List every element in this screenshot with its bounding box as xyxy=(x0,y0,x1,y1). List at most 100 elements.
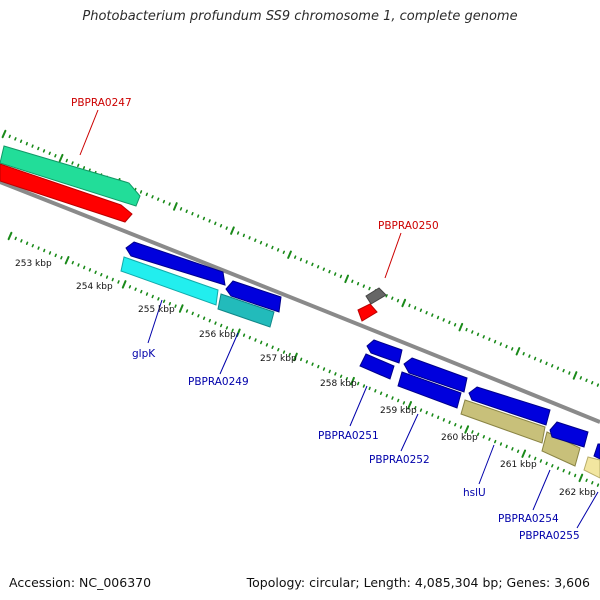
outer-tick xyxy=(545,361,548,366)
inner-tick xyxy=(545,461,548,466)
gene-label-pbpra0250[interactable]: PBPRA0250 xyxy=(378,220,439,232)
gene-arrow-pbpra0249-blue[interactable] xyxy=(225,280,282,313)
inner-tick xyxy=(151,294,154,299)
outer-tick xyxy=(202,216,206,221)
outer-tick xyxy=(471,330,474,334)
inner-tick xyxy=(448,420,451,425)
inner-tick xyxy=(288,352,291,357)
inner-tick xyxy=(317,364,320,369)
inner-tick xyxy=(94,270,97,275)
scale-label-262: 262 kbp xyxy=(559,488,596,498)
gene-arrow-pbpra0255-yellow[interactable] xyxy=(583,456,600,479)
outer-tick xyxy=(431,313,434,317)
inner-tick xyxy=(105,275,109,279)
inner-tick xyxy=(539,459,543,463)
outer-tick xyxy=(562,368,565,373)
inner-tick xyxy=(516,449,520,454)
outer-tick xyxy=(351,279,354,284)
gene-label-pbpra0255[interactable]: PBPRA0255 xyxy=(519,530,580,542)
inner-tick xyxy=(100,272,103,277)
inner-tick xyxy=(145,292,149,296)
gene-arrow-glpk-blue[interactable] xyxy=(125,241,226,286)
gene-label-pbpra0251[interactable]: PBPRA0251 xyxy=(318,430,379,442)
gene-arrow-pbpra0250-red[interactable] xyxy=(357,303,378,322)
inner-tick xyxy=(208,318,211,323)
inner-tick xyxy=(464,425,470,434)
outer-tick xyxy=(19,139,23,143)
inner-tick xyxy=(83,265,86,270)
inner-tick xyxy=(64,256,70,265)
outer-tick xyxy=(442,318,445,322)
outer-tick xyxy=(71,161,74,165)
gene-label-pbpra0247[interactable]: PBPRA0247 xyxy=(71,97,132,109)
outer-tick xyxy=(37,146,40,151)
inner-tick xyxy=(162,299,166,304)
inner-tick xyxy=(225,326,229,330)
outer-tick xyxy=(271,245,274,250)
callout-line-hslu xyxy=(478,444,495,485)
outer-tick xyxy=(236,231,240,235)
inner-tick xyxy=(214,321,217,325)
gene-label-hslu[interactable]: hslU xyxy=(463,487,486,499)
gene-label-glpk[interactable]: glpK xyxy=(132,348,156,360)
callout-line-pbpra0254 xyxy=(532,469,551,511)
inner-tick xyxy=(407,401,412,410)
gene-label-pbpra0252[interactable]: PBPRA0252 xyxy=(369,454,430,466)
map-title: Photobacterium profundum SS9 chromosome … xyxy=(82,9,518,24)
gene-arrow-pbpra0254-blue[interactable] xyxy=(549,421,589,448)
inner-tick xyxy=(345,376,349,381)
inner-tick xyxy=(568,471,571,475)
gene-label-pbpra0249[interactable]: PBPRA0249 xyxy=(188,376,249,388)
inner-tick xyxy=(43,248,46,253)
gene-arrow-hslu-blue[interactable] xyxy=(468,386,551,426)
outer-tick xyxy=(8,134,11,139)
gene-label-pbpra0254[interactable]: PBPRA0254 xyxy=(498,513,559,525)
inner-tick xyxy=(573,473,577,478)
outer-tick xyxy=(214,221,217,226)
inner-tick xyxy=(488,437,491,441)
scale-label-259: 259 kbp xyxy=(380,406,417,416)
outer-tick xyxy=(453,322,457,327)
scale-label-258: 258 kbp xyxy=(320,379,357,389)
inner-tick xyxy=(25,241,29,245)
inner-tick xyxy=(311,362,314,366)
outer-tick xyxy=(362,284,366,288)
outer-tick xyxy=(42,149,46,153)
inner-tick xyxy=(305,360,309,364)
inner-tick xyxy=(174,304,177,308)
topology-text: Topology: circular; Length: 4,085,304 bp… xyxy=(246,575,590,590)
accession-text: Accession: NC_006370 xyxy=(9,575,152,590)
inner-tick xyxy=(88,268,92,272)
gene-arrow-pbpra0247-teal[interactable] xyxy=(0,145,141,207)
gene-arrow-pbpra0247-red[interactable] xyxy=(0,163,133,223)
inner-tick xyxy=(277,347,280,352)
gene-arrow-pbpra0255-blue[interactable] xyxy=(593,443,600,460)
gene-arrow-pbpra0250-grey[interactable] xyxy=(365,287,387,305)
outer-tick xyxy=(448,320,451,325)
gene-arrow-pbpra0251-b[interactable] xyxy=(359,353,395,380)
gene-arrow-pbpra0249-teal[interactable] xyxy=(217,293,275,328)
outer-tick xyxy=(259,240,263,245)
outer-tick xyxy=(276,248,280,252)
inner-tick xyxy=(20,239,23,243)
gene-arrow-pbpra0251-a[interactable] xyxy=(366,339,403,364)
gene-arrow-hslu-tan[interactable] xyxy=(460,399,546,444)
gene-arrow-pbpra0252-b[interactable] xyxy=(397,371,462,409)
gene-arrow-pbpra0252-a[interactable] xyxy=(403,357,468,393)
callout-line-pbpra0255 xyxy=(576,491,599,529)
gene-arrow-glpk-cyan[interactable] xyxy=(120,256,219,306)
inner-tick xyxy=(528,454,531,458)
inner-tick xyxy=(60,255,63,260)
scale-label-257: 257 kbp xyxy=(260,354,297,364)
outer-tick xyxy=(482,335,485,339)
inner-tick xyxy=(202,316,206,321)
scale-label-255: 255 kbp xyxy=(138,305,175,315)
outer-tick xyxy=(157,197,160,201)
outer-tick xyxy=(31,144,34,148)
inner-tick xyxy=(374,389,377,393)
inner-tick xyxy=(77,263,80,267)
outer-tick xyxy=(77,163,80,168)
inner-tick xyxy=(391,396,394,400)
inner-tick xyxy=(368,386,371,391)
